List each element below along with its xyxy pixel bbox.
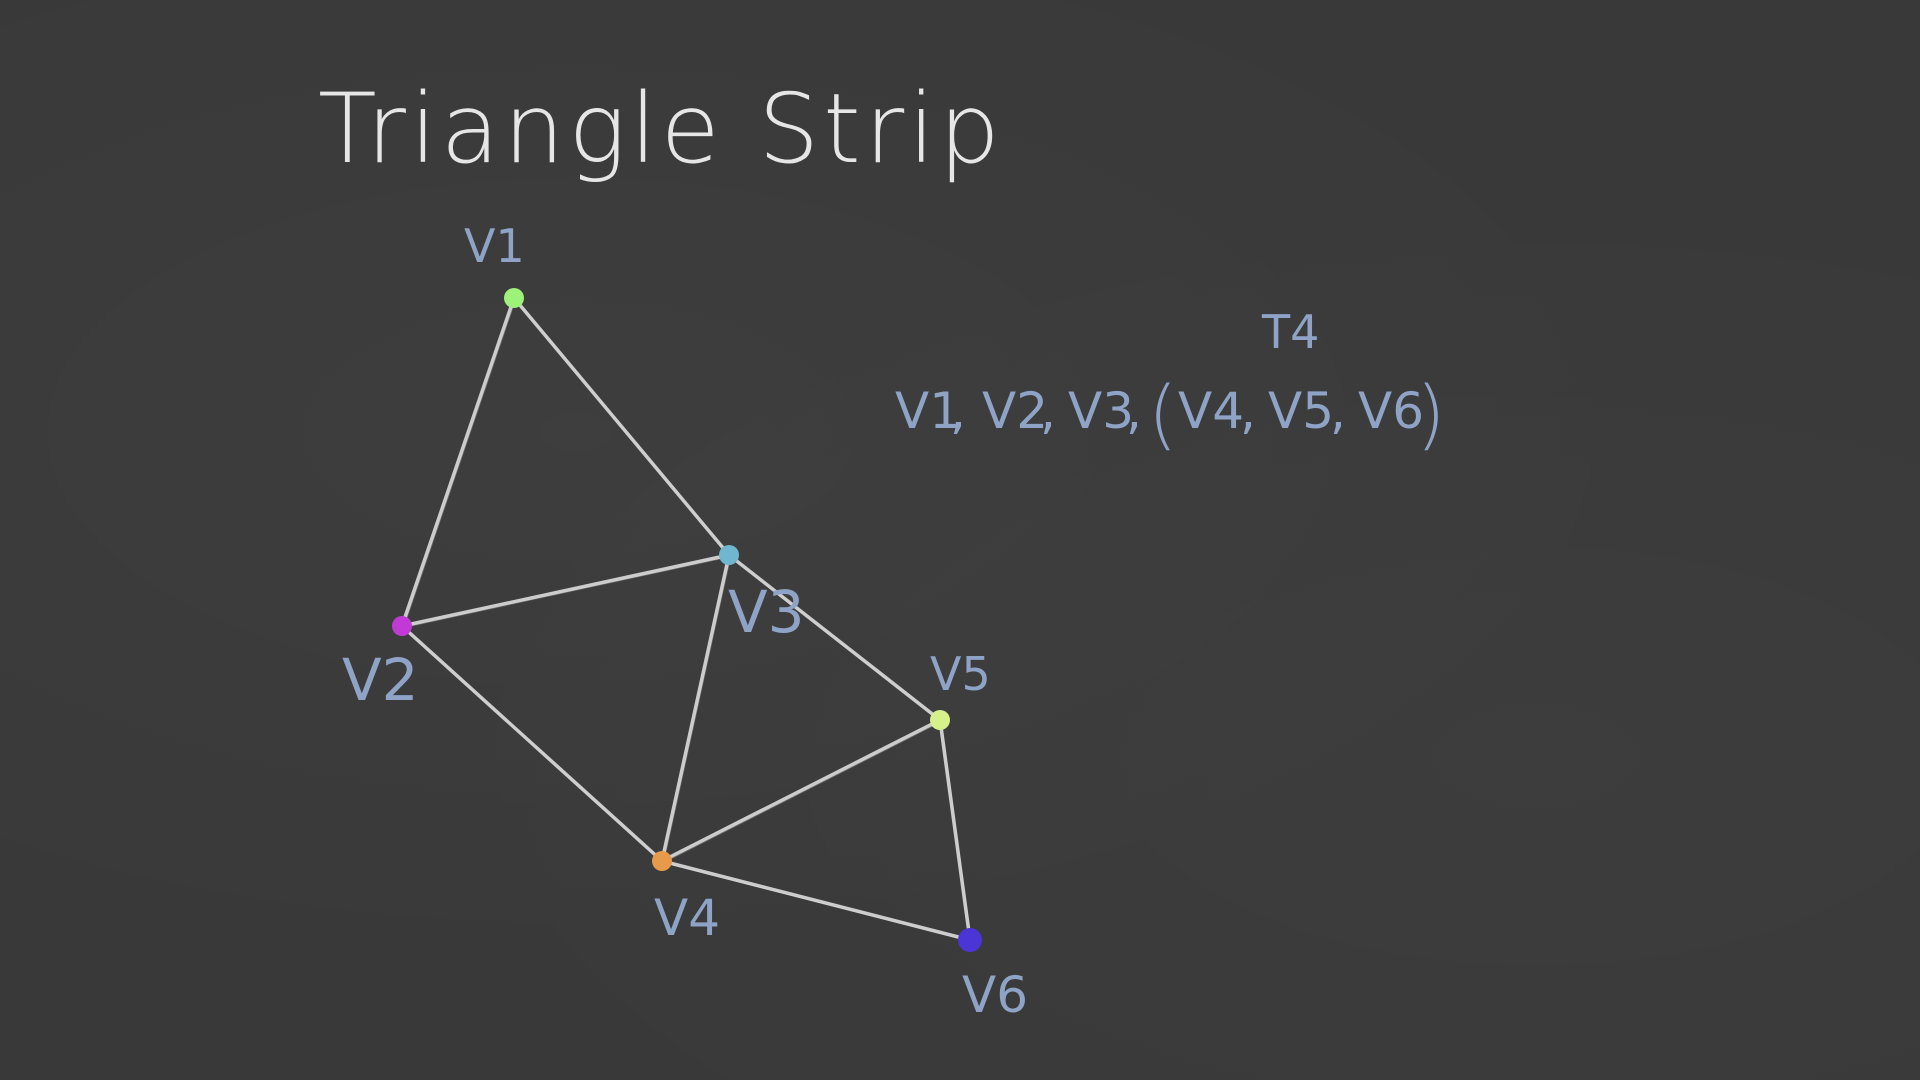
open-paren: ( [1148, 369, 1178, 458]
sequence-item-v6: V6 [1358, 382, 1424, 440]
close-paren: ) [1416, 369, 1446, 458]
edge-v4-v6 [660, 859, 972, 942]
sequence-item-v1: V1 [895, 382, 961, 440]
edge-group [400, 296, 973, 943]
vertex-group [392, 288, 982, 952]
edge-shadow-v3-v4 [662, 556, 732, 863]
edge-v3-v4 [660, 553, 731, 863]
vertex-v2-dot [392, 616, 412, 636]
sequence-item-v2: V2 [982, 382, 1048, 440]
vertex-v5-dot [930, 710, 950, 730]
sequence-comma: , [1240, 382, 1256, 440]
sequence-item-v3: V3 [1068, 382, 1134, 440]
vertex-v6-label: V6 [962, 966, 1028, 1024]
edge-v1-v2 [400, 296, 516, 628]
edge-v1-v3 [512, 296, 731, 557]
vertex-v1-label: V1 [464, 219, 525, 273]
edge-v5-v6 [938, 718, 972, 942]
sequence-comma: , [1330, 382, 1346, 440]
diagram-title: Triangle Strip [318, 73, 1004, 185]
sequence-comma: , [1126, 382, 1142, 440]
edge-v2-v3 [400, 553, 731, 628]
vertex-v4-dot [652, 851, 672, 871]
vertex-v1-dot [504, 288, 524, 308]
edge-v2-v4 [400, 624, 664, 863]
vertex-v3-label: V3 [728, 578, 805, 646]
edge-shadow-v2-v3 [403, 555, 731, 629]
sequence-comma: , [950, 382, 966, 440]
edge-shadow-v4-v5 [663, 720, 942, 864]
vertex-sequence: T4 V1 , V2 , V3 , ( V4 , V5 , V6 ) [895, 305, 1446, 458]
vertex-v3-dot [719, 545, 739, 565]
vertex-v2-label: V2 [342, 646, 419, 714]
vertex-v6-dot [958, 928, 982, 952]
sequence-comma: , [1040, 382, 1056, 440]
vertex-v5-label: V5 [930, 647, 991, 701]
sequence-item-v5: V5 [1268, 382, 1334, 440]
edge-shadow-v1-v2 [402, 299, 517, 628]
vertex-v4-label: V4 [654, 889, 720, 947]
edge-v3-v5 [727, 553, 942, 722]
sequence-item-v4: V4 [1178, 382, 1244, 440]
group-label: T4 [1261, 305, 1319, 359]
edge-v4-v5 [660, 718, 942, 863]
